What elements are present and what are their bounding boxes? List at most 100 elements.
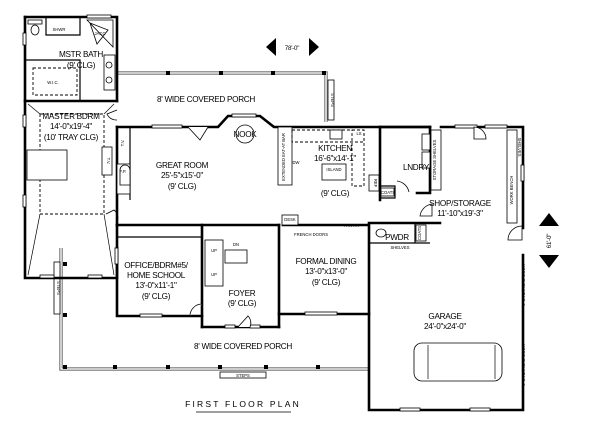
french-doors-label: FRENCH DOORS (294, 232, 328, 237)
window (22, 194, 27, 208)
shelves-label: SHELVES (517, 137, 522, 156)
door[interactable] (419, 203, 433, 217)
coats-closet (380, 187, 395, 197)
foyer-label: FOYER (229, 289, 256, 298)
window (22, 114, 27, 128)
porch-post (271, 71, 275, 75)
door[interactable] (507, 225, 523, 241)
tv-great-label: T.V. (120, 140, 125, 147)
formal-dining-ceiling: (9' CLG) (312, 278, 341, 287)
shop-storage-size: 11'-10"x19'-3" (437, 209, 483, 218)
powder-label: PWDR (385, 233, 409, 242)
shower-label: SHWR (53, 27, 66, 32)
jacuzzi-tub (86, 19, 114, 48)
shop-storage (419, 124, 525, 241)
great-room-ceiling: (9' CLG) (168, 182, 197, 191)
door[interactable] (187, 126, 209, 141)
window (151, 124, 183, 129)
laundry (378, 125, 442, 199)
dishwasher-label: DW (293, 160, 300, 165)
window (520, 164, 525, 182)
plan-title: FIRST FLOOR PLAN (185, 399, 301, 409)
storage-shelves (430, 129, 442, 191)
width-dimension: 78'-0" (266, 38, 319, 56)
arrow-left-icon (266, 38, 276, 56)
work-bench (506, 129, 518, 224)
staircase (204, 239, 224, 287)
garage-door-label: 9' OVERHEAD DOOR (521, 344, 526, 386)
arrow-down-icon (539, 255, 559, 268)
eat-at-bar (277, 126, 293, 186)
garage (399, 342, 503, 412)
window (484, 124, 508, 129)
office-ceiling: (9' CLG) (142, 292, 171, 301)
door[interactable] (106, 109, 118, 121)
down-label: DN (233, 242, 239, 247)
door[interactable] (473, 126, 487, 140)
kitchen-label: KITCHEN (318, 144, 352, 153)
jacuzzi-label: JACC (95, 31, 106, 36)
master-bedroom-ceiling: (10' TRAY CLG) (44, 133, 99, 142)
desk (281, 214, 299, 226)
coats-closet (415, 224, 427, 242)
powder-room (367, 221, 442, 244)
shelves-label: SHELVES (390, 245, 409, 250)
door[interactable] (189, 303, 203, 317)
arrow-right-icon (309, 38, 319, 56)
door[interactable] (396, 180, 410, 193)
kitchen-size: 16'-6"x14'-1" (314, 154, 356, 163)
desk-label: DESK (284, 217, 296, 222)
office-size: 13'-0"x11'-1" (135, 281, 177, 290)
tv-cabinet (101, 146, 113, 176)
porch-post (264, 365, 268, 369)
porch-post (316, 365, 320, 369)
front-rooms (114, 214, 525, 412)
kitchen-ceiling: (9' CLG) (321, 189, 350, 198)
window (304, 311, 338, 316)
rear-porch-label: 8' WIDE COVERED PORCH (157, 95, 255, 104)
island-label: ISLAND (326, 167, 341, 172)
bar-label: EXTENDED EAT-AT BAR (281, 133, 286, 181)
office-label-2: HOME SCHOOL (127, 271, 186, 280)
window (231, 113, 257, 118)
depth-label: 61'-0" (546, 234, 553, 249)
front-porch-outline (59, 248, 369, 371)
refrigerator-label: REF (373, 179, 378, 188)
garage-label: GARAGE (428, 312, 462, 321)
washer (421, 133, 431, 151)
front-steps: STEPS (219, 371, 267, 379)
formal-dining-label: FORMAL DINING (296, 257, 357, 266)
foyer-ceiling: (9' CLG) (228, 299, 257, 308)
porch-post (218, 365, 222, 369)
porch-post (322, 71, 326, 75)
up-label: UP (211, 272, 217, 277)
arrow-up-icon (539, 213, 559, 226)
master-bedroom-size: 14'-0"x19'-4" (50, 122, 92, 131)
great-room (115, 113, 432, 227)
window (249, 324, 261, 329)
width-label: 78'-0" (285, 45, 300, 52)
master-bath-label: MSTR BATH (59, 50, 103, 59)
window (224, 324, 236, 329)
office-label: OFFICE/BDRM#5/ (124, 261, 189, 270)
bed (26, 149, 68, 181)
front-door[interactable] (237, 315, 252, 328)
window (399, 407, 421, 412)
closet (224, 249, 248, 264)
storage-shelves-label: STORAGE SHELVES (432, 140, 437, 181)
window (22, 32, 27, 46)
window (139, 313, 163, 318)
left-steps-label: STEPS (56, 281, 61, 295)
dryer (421, 151, 431, 169)
porch-post (113, 365, 117, 369)
window (86, 14, 112, 19)
wic-label: W.I.C. (47, 80, 58, 85)
nook-label: NOOK (234, 130, 258, 139)
nook-table (235, 124, 255, 144)
kitchen-island (321, 163, 347, 181)
tv-master-label: T.V. (106, 158, 111, 165)
window (454, 124, 478, 129)
up-label: UP (211, 248, 217, 253)
garage-size: 24'-0"x24'-0" (424, 322, 466, 331)
window (114, 247, 119, 265)
